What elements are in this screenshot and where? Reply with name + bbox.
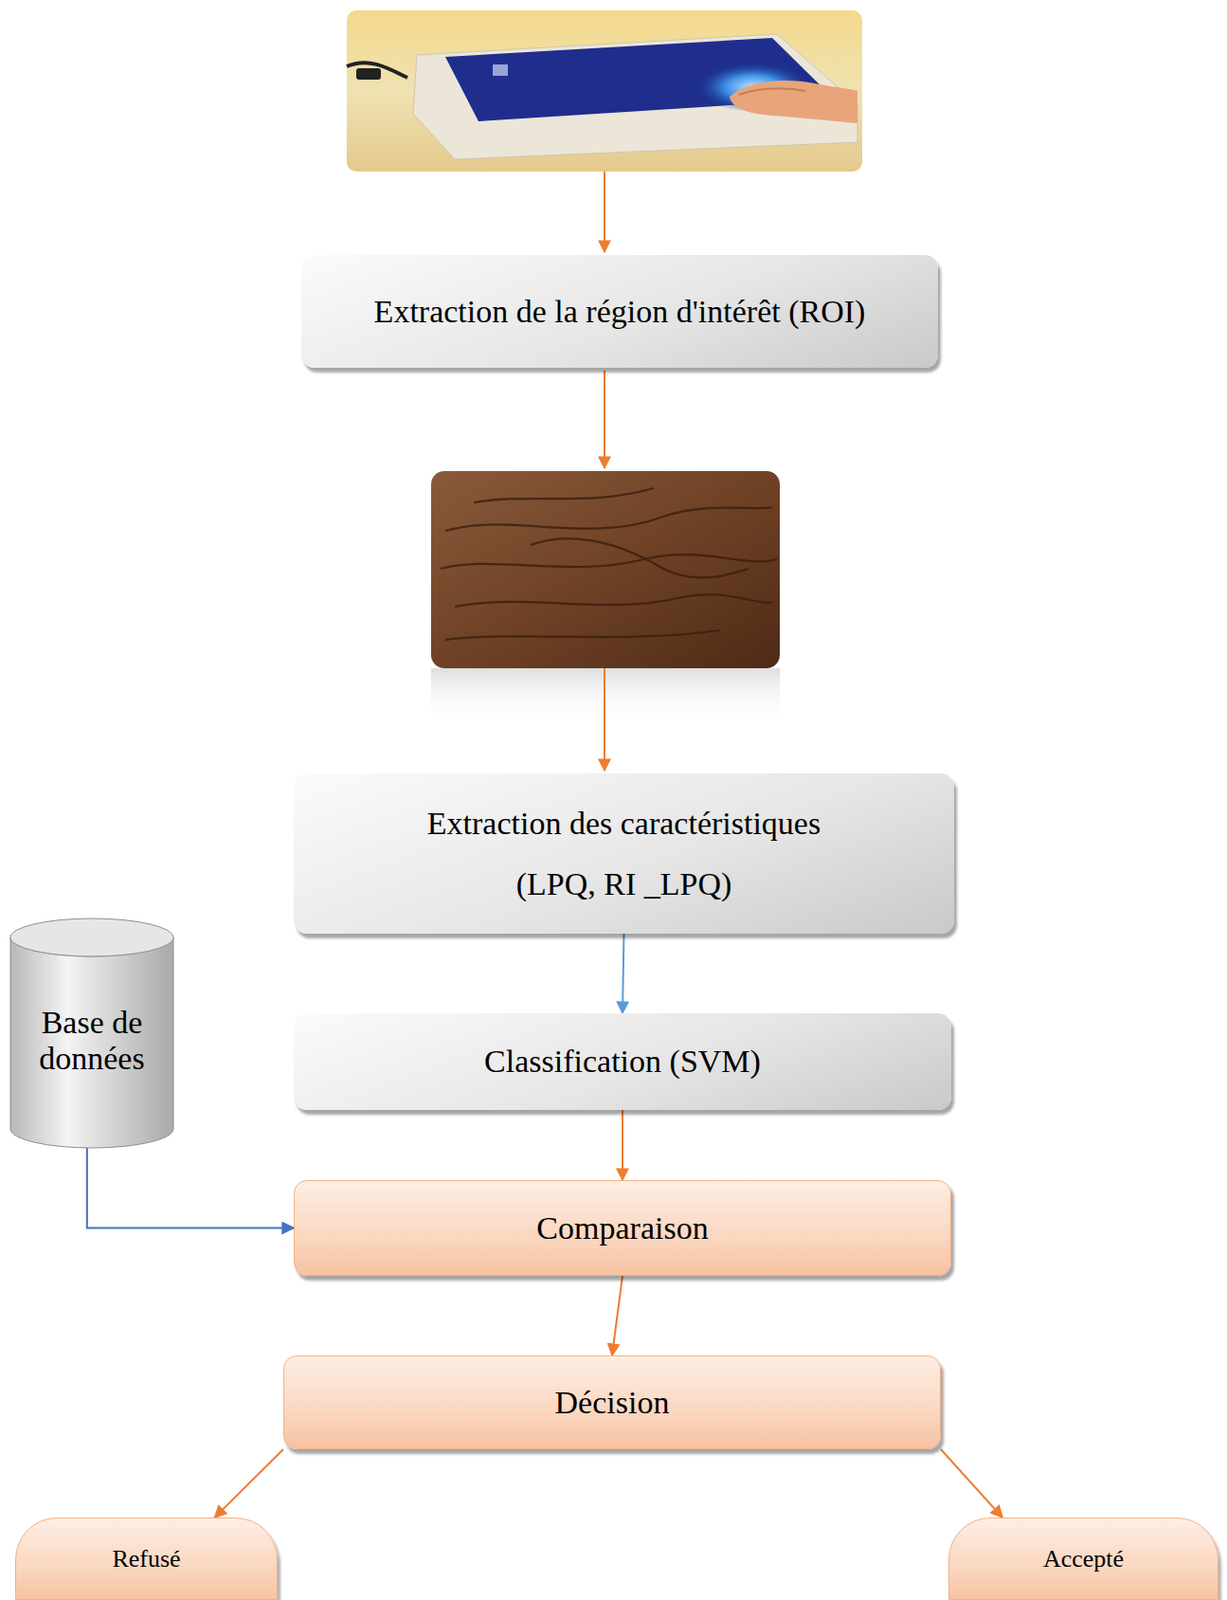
decision-box: Décision	[283, 1354, 941, 1449]
process-box: Comparaison	[293, 1179, 952, 1276]
connector-arrow	[622, 933, 625, 1013]
database-cylinder: Base de données	[10, 918, 174, 1148]
process-box: Classification (SVM)	[293, 1012, 952, 1110]
node-label: Classification (SVM)	[484, 1043, 761, 1080]
node-label: Comparaison	[536, 1209, 708, 1246]
terminal-box: Accepté	[948, 1516, 1219, 1600]
process-box: Extraction de la région d'intérêt (ROI)	[301, 254, 939, 368]
node-label: Accepté	[1043, 1544, 1124, 1573]
connector-arrow	[940, 1448, 1003, 1517]
node-label: Refusé	[111, 1544, 181, 1573]
connector-arrow	[87, 1147, 294, 1228]
process-box: Extraction des caractéristiques (LPQ, RI …	[293, 773, 955, 934]
node-label: Décision	[555, 1384, 670, 1421]
node-label: Extraction des caractéristiques	[427, 805, 821, 842]
node-label: Extraction de la région d'intérêt (ROI)	[374, 293, 867, 330]
node-label: (LPQ, RI _LPQ)	[516, 866, 733, 903]
connector-arrow	[215, 1448, 284, 1517]
connector-arrow	[612, 1275, 623, 1355]
terminal-box: Refusé	[15, 1516, 278, 1600]
connector-arrow	[621, 1109, 624, 1180]
scanner-photo	[346, 10, 863, 172]
node-label: Base de données	[19, 1004, 164, 1077]
